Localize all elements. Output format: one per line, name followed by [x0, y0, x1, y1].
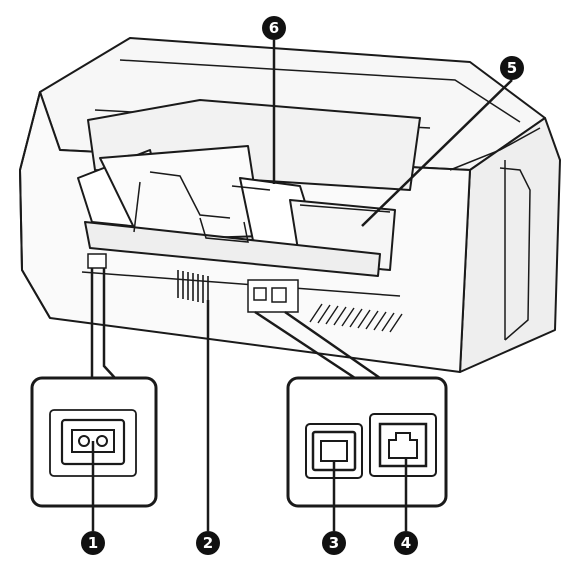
callout-5-number: 5: [507, 59, 517, 77]
callout-4-number: 4: [401, 534, 411, 552]
vents-right: [309, 303, 403, 333]
callout-2-number: 2: [203, 534, 213, 552]
callout-1: 1: [81, 531, 105, 555]
feeder-tray: [84, 221, 381, 277]
printer-right-side: [459, 117, 561, 373]
callout-3: 3: [322, 531, 346, 555]
paper-feeder-assembly: [77, 99, 421, 277]
callout-3-number: 3: [329, 534, 339, 552]
printer-left-edge: [19, 91, 51, 319]
lan-port-on-printer: [271, 287, 287, 303]
callout-1-number: 1: [88, 534, 98, 552]
power-inlet-on-printer: [87, 253, 107, 269]
usb-port-on-printer: [253, 287, 267, 301]
callout-6-number: 6: [269, 19, 279, 37]
callout-5: 5: [500, 56, 524, 80]
callout-2: 2: [196, 531, 220, 555]
callout-6: 6: [262, 16, 286, 40]
power-socket-icon: [71, 429, 115, 453]
ports-detail: [286, 376, 448, 508]
leader-power-2: [102, 268, 116, 379]
power-inlet-detail: [30, 376, 158, 508]
paper-guide-details: [133, 171, 391, 243]
callout-lines: [91, 40, 513, 531]
callout-4: 4: [394, 531, 418, 555]
lower-rear-panel: [81, 253, 401, 313]
callout-line-5: [361, 79, 513, 227]
vents-left: [177, 270, 209, 304]
leader-ports-2: [284, 310, 381, 380]
leader-ports: [254, 310, 356, 380]
